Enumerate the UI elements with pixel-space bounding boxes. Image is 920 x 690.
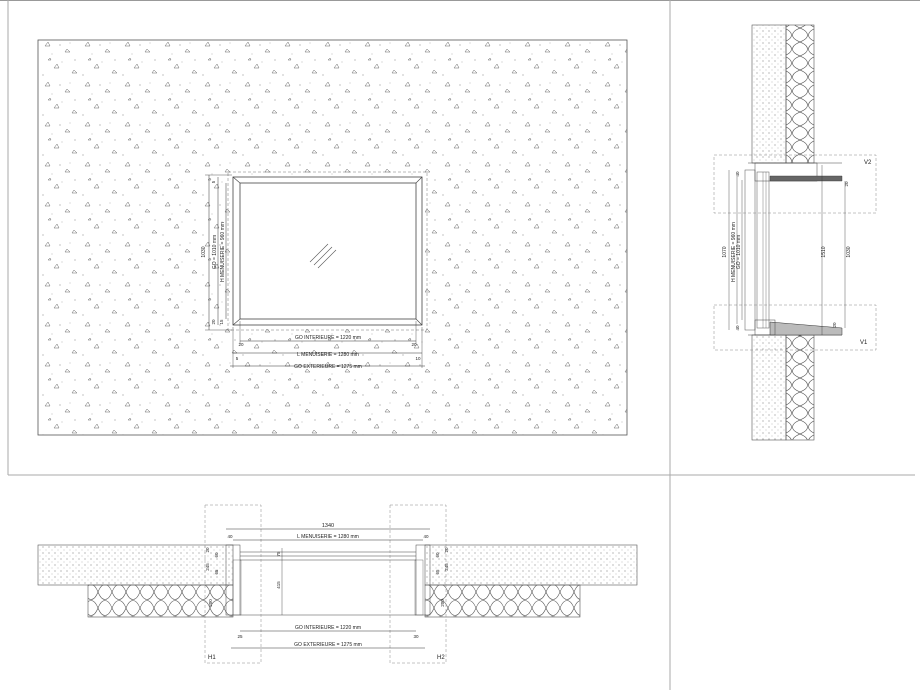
elev-dim-10: 10: [415, 356, 421, 361]
hs-dim-1340: 1340: [322, 523, 334, 529]
hs-dim-200-left: 200: [208, 599, 213, 607]
hs-go-interieure: GO INTERIEURE = 1220 mm: [295, 625, 361, 631]
elev-dim-5-b: 5: [236, 356, 239, 361]
window-sash: [239, 182, 417, 320]
label-h2: H2: [437, 655, 445, 661]
glass-reflection-mark: [309, 243, 337, 269]
insulation-upper: [785, 24, 815, 164]
insulation-lower: [785, 334, 815, 441]
elev-go-interieure: GO INTERIEURE = 1220 mm: [295, 335, 361, 341]
hs-dim-245-left: 245: [205, 563, 210, 571]
elev-dim-20-b: 20: [411, 342, 417, 347]
label-v1: V1: [860, 340, 868, 346]
detail-box-v1: [713, 304, 877, 351]
elev-go-exterieure: GO EXTERIEURE = 1275 mm: [294, 364, 362, 370]
hs-dim-60-left: 60: [214, 552, 219, 558]
elev-dim-1030: 1030: [201, 246, 207, 257]
label-h1: H1: [208, 655, 216, 661]
elev-dim-20-a: 20: [238, 342, 244, 347]
hs-dim-60-right: 60: [435, 552, 440, 558]
hs-dim-65-right: 65: [435, 569, 440, 575]
hs-l-menuiserie: L MENUISERIE = 1280 mm: [297, 534, 359, 540]
elev-l-menuiserie: L MENUISERIE = 1280 mm: [297, 352, 359, 358]
vs-dim-40-bot: 40: [735, 325, 740, 331]
elev-dim-go-height: GO = 1010 mm: [212, 235, 218, 269]
hs-dim-30: 30: [413, 634, 419, 639]
vs-dim-go: GO = 1010 mm: [736, 235, 742, 269]
vs-dim-40-top: 40: [735, 171, 740, 177]
elev-dim-5: 5: [211, 180, 216, 183]
vs-dim-1030: 1030: [846, 246, 852, 257]
wall-concrete-upper: [751, 24, 787, 164]
hs-dim-415: 415: [276, 581, 281, 589]
elev-dim-15: 15: [219, 319, 224, 325]
vs-dim-1070: 1070: [722, 246, 728, 257]
detail-box-h1: [204, 504, 262, 664]
vs-dim-20-top: 20: [844, 181, 849, 187]
wall-concrete-right: [424, 544, 638, 586]
vs-dim-20-bot: 20: [832, 322, 837, 328]
detail-box-h2: [389, 504, 447, 664]
hs-dim-20-left: 20: [205, 547, 210, 553]
elevation-view: 1030 GO = 1010 mm H MENUISERIE = 960 mm …: [37, 39, 628, 436]
hs-dim-25: 25: [237, 634, 243, 639]
label-v2: V2: [864, 160, 872, 166]
hs-dim-65-left: 65: [214, 569, 219, 575]
hs-dim-40-left: 40: [227, 534, 233, 539]
vs-dim-1510: 1510: [821, 246, 827, 257]
hs-dim-200-right: 200: [440, 599, 445, 607]
horizontal-section-view: H1 H2 1340 L MENUISERIE = 1280 mm 40 40 …: [37, 504, 638, 664]
wall-concrete-left: [37, 544, 234, 586]
detail-box-v2: [713, 154, 877, 214]
elev-dim-20-left: 20: [211, 319, 216, 325]
window-outer-frame: [232, 176, 423, 326]
hs-dim-75: 75: [276, 551, 281, 557]
elev-dim-h-menuiserie: H MENUISERIE = 960 mm: [220, 222, 226, 282]
vs-dim-h-menuiserie: H MENUISERIE = 960 mm: [731, 222, 737, 282]
hs-dim-20-right: 20: [444, 547, 449, 553]
hs-go-exterieure: GO EXTERIEURE = 1275 mm: [294, 642, 362, 648]
hs-dim-40-right: 40: [423, 534, 429, 539]
vertical-section-view: V2 V1 1070 H MENUISERIE = 960 mm GO = 10…: [713, 24, 877, 441]
hs-dim-245-right: 245: [444, 563, 449, 571]
wall-concrete-lower: [751, 334, 787, 441]
insulation-right: [424, 584, 581, 618]
insulation-left: [87, 584, 234, 618]
